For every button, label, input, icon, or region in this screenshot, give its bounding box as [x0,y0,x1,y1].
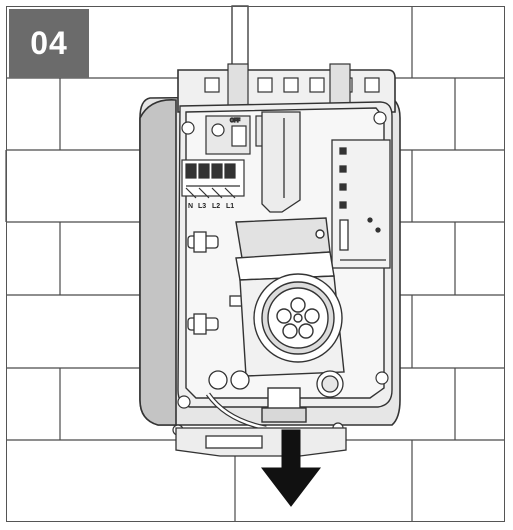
bottom-cable-entries [208,370,344,398]
terminal-block [181,159,245,199]
terminal-label-n: N [188,203,193,210]
step-number-badge: 04 [9,9,89,78]
step-frame [6,6,505,522]
terminal-label-l3: L3 [198,203,206,210]
control-board [331,139,391,269]
top-cable-entries [204,63,380,107]
terminal-label-l1: L1 [226,203,234,210]
switch-label: OFF [230,118,240,124]
terminal-label-l2: L2 [212,203,220,210]
lower-bracket [175,427,347,457]
charging-socket [253,273,343,363]
down-arrow-icon [260,429,322,507]
internal-divider [261,111,301,213]
cable-gland [205,387,307,431]
